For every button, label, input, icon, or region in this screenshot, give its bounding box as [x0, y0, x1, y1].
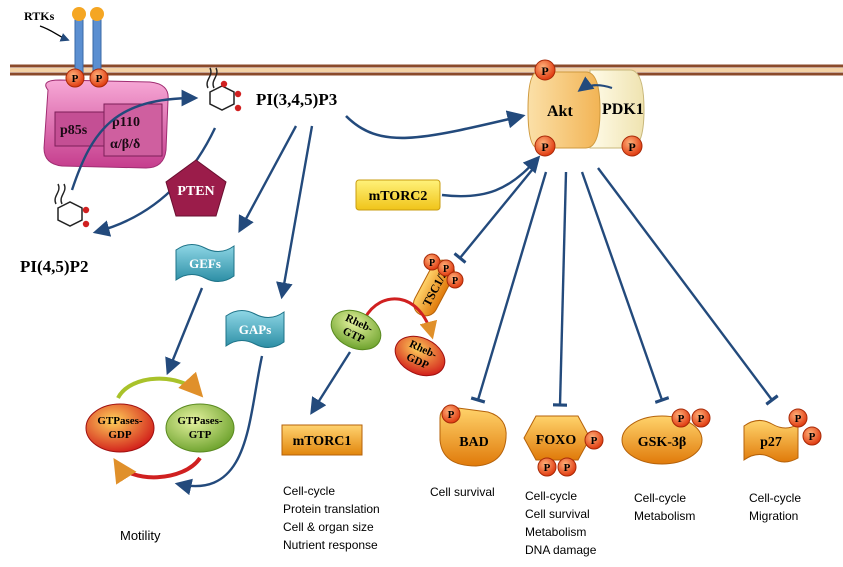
foxo-effect-item: Metabolism: [525, 525, 586, 539]
pip3-to-gaps-arrow: [276, 125, 314, 300]
gsk-effect-item: Cell-cycle: [634, 491, 686, 505]
gefs-to-gtpases-arrow: [165, 287, 204, 376]
rheb-to-mtorc1-arrow: [310, 351, 352, 415]
pip2-label: PI(4,5)P2: [20, 257, 88, 276]
gtpases-gdp-node: GTPases- GDP: [85, 403, 155, 453]
rheb-gtp-node: Rheb- GTP: [330, 309, 382, 351]
mtorc1-node: mTORC1: [281, 424, 363, 456]
gtpase-activation-arrow: [116, 371, 204, 400]
akt-inhibits-p27: [597, 167, 779, 406]
svg-text:P: P: [698, 413, 705, 425]
mtorc1-effect-item: Nutrient response: [283, 538, 378, 552]
mtorc2-to-akt-arrow: [441, 155, 541, 198]
pten-node: PTEN: [165, 159, 227, 217]
svg-text:P: P: [809, 431, 816, 443]
svg-text:P: P: [96, 73, 103, 85]
motility-label: Motility: [120, 528, 161, 543]
gaps-node: GAPs: [225, 310, 285, 348]
gtpases-gtp-node: GTPases- GTP: [165, 403, 235, 453]
pi3k-conversion-arrow: [70, 89, 199, 191]
p27-effects: Cell-cycle Migration: [749, 491, 801, 523]
svg-text:P: P: [72, 73, 79, 85]
foxo-effect-item: Cell-cycle: [525, 489, 577, 503]
svg-text:GDP: GDP: [108, 429, 132, 441]
mtorc1-effects: Cell-cycle Protein translation Cell & or…: [283, 484, 380, 552]
p110-subunit: [103, 103, 163, 157]
rtk-phospho: P P: [65, 68, 109, 88]
mtorc2-node: mTORC2: [355, 179, 441, 211]
akt-inhibits-tsc: [453, 169, 533, 264]
svg-text:P: P: [591, 435, 598, 447]
gsk-effects: Cell-cycle Metabolism: [634, 491, 695, 523]
gsk-node: GSK-3β P P: [621, 408, 711, 465]
svg-text:P: P: [452, 276, 458, 287]
foxo-effect-item: DNA damage: [525, 543, 597, 557]
tsc-node: TSC1/2 P P P: [413, 253, 464, 317]
pi3k-complex: p85s p110 α/β/δ: [43, 79, 169, 169]
pdk1-label: PDK1: [602, 101, 644, 118]
svg-text:P: P: [678, 413, 685, 425]
pip3-to-gefs-arrow: [238, 125, 298, 233]
foxo-node: FOXO P P P: [523, 415, 604, 477]
gefs-node: GEFs: [175, 244, 235, 282]
bad-effect-item: Cell survival: [430, 485, 495, 499]
rtk-label: RTKs: [24, 9, 55, 23]
mtorc1-effect-item: Protein translation: [283, 502, 380, 516]
svg-text:P: P: [564, 462, 571, 474]
akt-label: Akt: [547, 103, 573, 120]
svg-text:P: P: [795, 413, 802, 425]
pten-label: PTEN: [177, 184, 214, 199]
pdk1-node: PDK1: [589, 69, 645, 149]
svg-text:GTP: GTP: [189, 429, 212, 441]
akt-node: Akt: [527, 71, 601, 149]
akt-inhibits-bad: [470, 171, 548, 404]
mtorc2-label: mTORC2: [369, 189, 428, 204]
p85-subunit: [54, 111, 110, 147]
p27-effect-item: Migration: [749, 509, 798, 523]
svg-text:P: P: [448, 409, 455, 421]
bad-node: BAD P: [439, 404, 507, 467]
p27-label: p27: [760, 435, 782, 450]
gsk-label: GSK-3β: [638, 435, 687, 450]
p85-label: p85s: [60, 123, 88, 138]
p110-isoforms: α/β/δ: [110, 137, 140, 152]
svg-text:P: P: [429, 258, 435, 269]
rtk-receptor: RTKs: [24, 7, 104, 75]
svg-text:GTPases-: GTPases-: [177, 415, 223, 427]
foxo-label: FOXO: [536, 433, 577, 448]
p27-node: p27 P P: [743, 408, 822, 463]
gtpase-inactivation-arrow: [113, 456, 202, 485]
foxo-effects: Cell-cycle Cell survival Metabolism DNA …: [525, 489, 597, 557]
akt-inhibits-gsk: [580, 171, 670, 404]
svg-text:P: P: [443, 264, 449, 275]
p27-effect-item: Cell-cycle: [749, 491, 801, 505]
svg-text:P: P: [541, 64, 548, 78]
p110-label: p110: [112, 115, 140, 130]
gsk-effect-item: Metabolism: [634, 509, 695, 523]
rheb-gdp-node: Rheb- GDP: [394, 335, 446, 377]
akt-pdk1-complex: PDK1 Akt P P P: [527, 59, 645, 157]
akt-inhibits-foxo: [552, 171, 568, 407]
svg-text:P: P: [544, 462, 551, 474]
mtorc1-label: mTORC1: [293, 434, 352, 449]
gaps-to-motility-arrow: [174, 355, 264, 496]
mtorc1-effect-item: Cell & organ size: [283, 520, 374, 534]
bad-label: BAD: [459, 435, 489, 450]
pip3-label: PI(3,4,5)P3: [256, 90, 337, 109]
foxo-effect-item: Cell survival: [525, 507, 590, 521]
svg-text:P: P: [628, 140, 635, 154]
rheb-gtp-to-gdp-arrow: [363, 297, 438, 340]
svg-text:GTPases-: GTPases-: [97, 415, 143, 427]
gefs-label: GEFs: [189, 256, 221, 271]
cell-membrane: [10, 64, 843, 76]
svg-text:P: P: [541, 140, 548, 154]
pip3-to-akt-arrow: [345, 110, 526, 140]
pip2-molecule-icon: [54, 183, 90, 228]
mtorc1-effect-item: Cell-cycle: [283, 484, 335, 498]
gaps-label: GAPs: [239, 322, 272, 337]
pip3-molecule-icon: [206, 67, 242, 112]
